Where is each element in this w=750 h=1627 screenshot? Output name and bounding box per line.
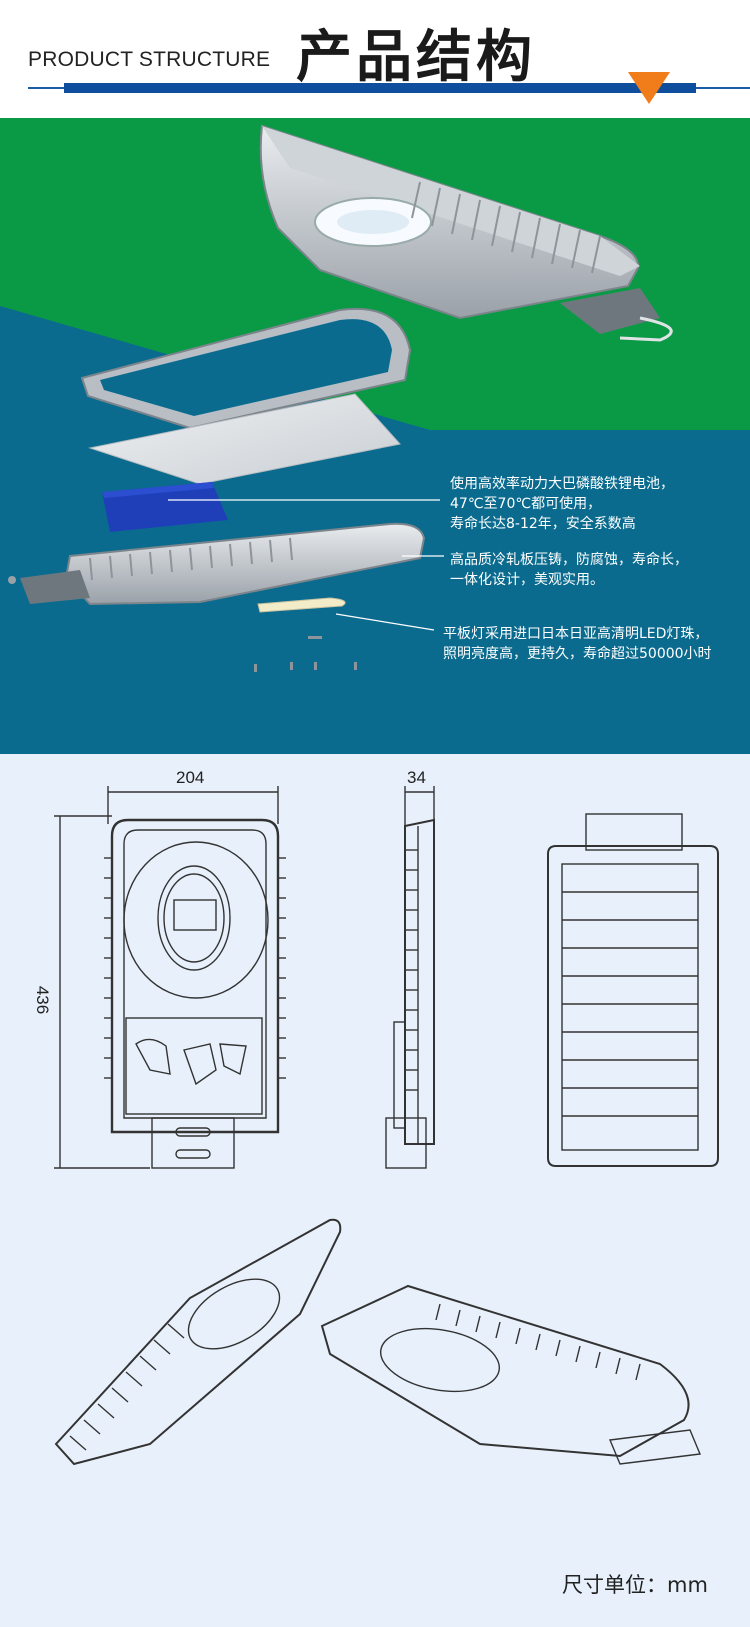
header-rule-thick [64,83,696,93]
dim-depth: 34 [407,768,426,787]
annotation-battery: 使用高效率动力大巴磷酸铁锂电池， 47℃至70℃都可使用， 寿命长达8-12年，… [450,476,674,532]
back-view [547,813,719,1167]
battery-block [102,482,228,532]
annotation-led: 平板灯采用进口日本日亚高清明LED灯珠， 照明亮度高，更持久，寿命超过50000… [443,626,712,662]
front-view [54,786,286,1169]
led-board [257,597,346,613]
orange-triangle-icon [628,72,670,104]
dim-length: 436 [33,985,53,1015]
top-housing [259,124,673,342]
drawing-lines [54,786,719,1466]
side-view [385,786,435,1169]
panel-frame [80,307,412,430]
dim-width: 204 [176,768,205,787]
exploded-view: 使用高效率动力大巴磷酸铁锂电池， 47℃至70℃都可使用， 寿命长达8-12年，… [0,118,750,754]
screws [254,636,357,672]
exploded-illustration [0,118,750,754]
title-en: PRODUCT STRUCTURE [28,48,271,71]
unit-label: 尺寸单位：mm [562,1573,708,1597]
iso-view-left [54,1218,342,1466]
iso-view-right [320,1284,702,1465]
title-cn: 产品结构 [296,25,536,90]
glass-panel [88,393,401,485]
section-header: PRODUCT STRUCTURE 产品结构 [0,0,750,118]
technical-drawings: 204 34 436 尺寸单位：mm [0,754,750,1627]
annotation-housing: 高品质冷轧板压铸，防腐蚀，寿命长， 一体化设计，美观实用。 [450,552,688,588]
bottom-housing [8,522,426,606]
